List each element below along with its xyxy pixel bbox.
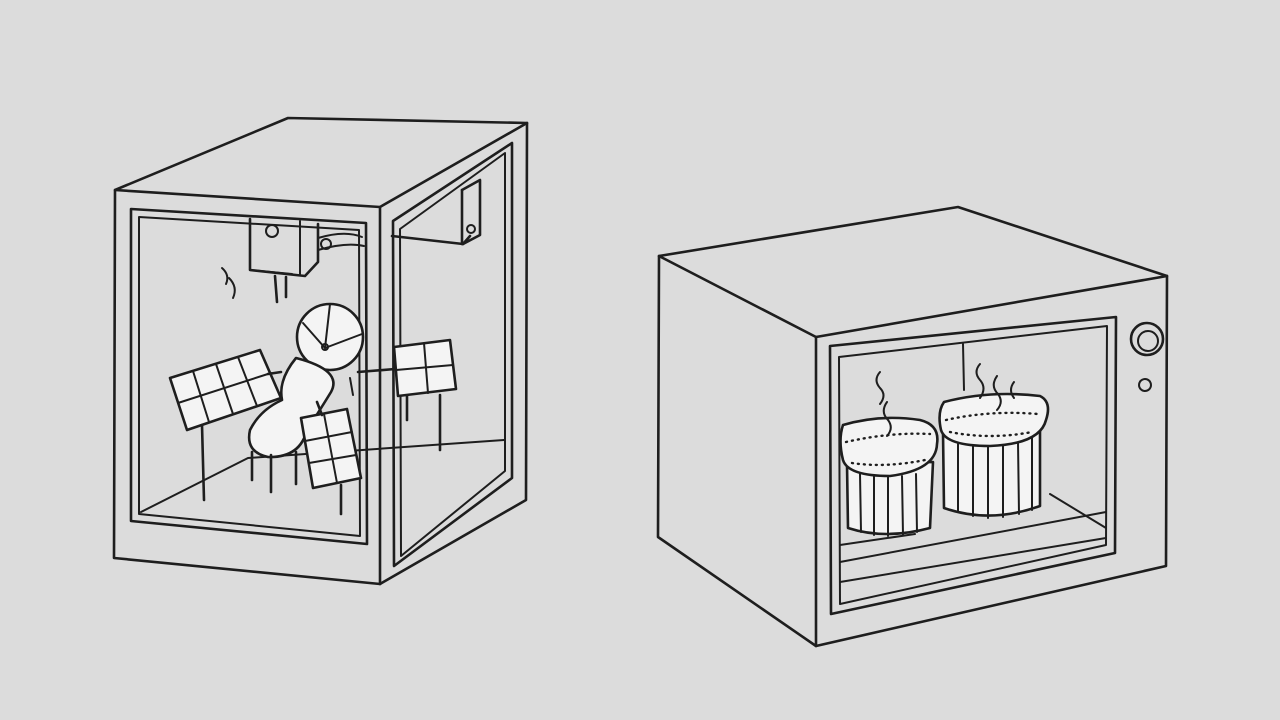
microwave-oven-icon bbox=[656, 205, 1169, 648]
gantry-rail-icon bbox=[390, 178, 482, 246]
muffin-icon bbox=[839, 371, 939, 537]
printer-cabinet-icon bbox=[112, 116, 529, 586]
satellite-model-icon bbox=[168, 302, 458, 516]
dial-knob-icon bbox=[1129, 321, 1165, 357]
button-dot-icon bbox=[1138, 378, 1152, 392]
extruder-icon bbox=[221, 217, 365, 304]
muffin-icon bbox=[938, 363, 1050, 519]
